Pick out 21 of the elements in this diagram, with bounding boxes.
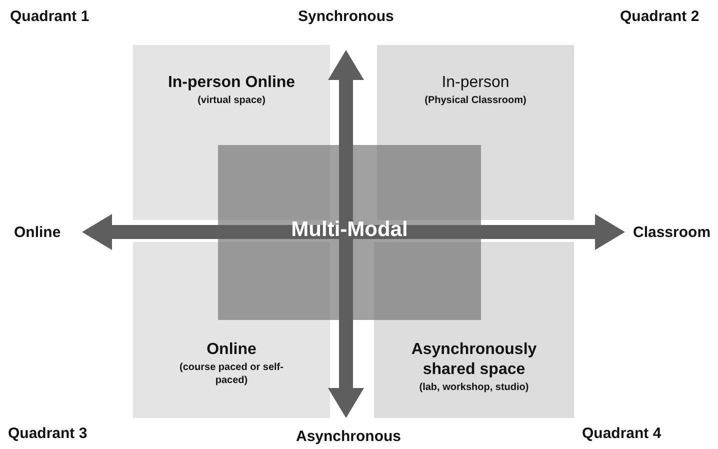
quadrant-box	[377, 45, 574, 220]
quadrant-note: (virtual space)	[198, 95, 266, 108]
overlap-label: Multi-Modal	[291, 217, 408, 243]
quadrant-label: Quadrant 2	[620, 8, 700, 25]
quadrant-heading: Asynchronously shared space	[410, 340, 538, 380]
quadrant-label: Quadrant 4	[582, 425, 662, 442]
quadrant-box	[374, 242, 574, 418]
quadrant-label: Quadrant 3	[8, 425, 88, 442]
quadrant-box	[133, 45, 330, 220]
quadrant-note: (course paced or self-paced)	[178, 362, 284, 387]
quadrant-heading: In-person Online	[168, 73, 296, 93]
axis-label: Online	[14, 224, 61, 241]
quadrant-heading: Online	[206, 340, 256, 360]
axis-label: Synchronous	[298, 8, 394, 25]
quadrant-note: (lab, workshop, studio)	[419, 382, 529, 394]
quadrant-label: Quadrant 1	[10, 8, 90, 25]
quadrant-heading: In-person	[442, 73, 510, 93]
quadrant-note: (Physical Classroom)	[424, 95, 526, 108]
quadrant-box	[133, 242, 330, 418]
axis-label: Classroom	[633, 224, 711, 241]
axis-label: Asynchronous	[296, 428, 402, 445]
